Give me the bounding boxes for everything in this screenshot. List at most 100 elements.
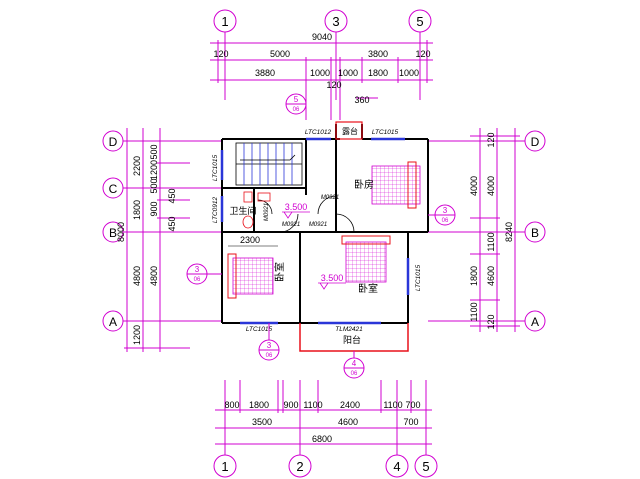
detail-num: 5 [294,95,299,104]
dim-right-outer: 120 [486,314,496,329]
axis-bottom-label: 5 [422,459,429,474]
window-tag: LTC1015 [372,129,399,136]
dim-top-row2: 1000 [399,68,419,78]
dim-top-row2: 3880 [255,68,275,78]
dim-bottom-overall: 6800 [312,434,332,444]
dimension-lines-top [210,40,433,120]
dimension-lines-left [124,128,190,352]
dim-top-row2: 1000 [338,68,358,78]
detail-sheet: 06 [351,371,358,377]
axis-bubbles-right [428,130,546,332]
dim-left-inner: 500 [149,144,159,159]
axis-bottom-label: 1 [221,459,228,474]
dim-top-row1: 120 [415,49,430,59]
elevation-label: 3.500 [285,202,308,212]
axis-bubbles-bottom [213,380,438,478]
doors [257,195,355,233]
axis-left-label: C [109,182,118,196]
dim-bottom-row1: 1800 [249,400,269,410]
dim-bottom-row1: 2400 [340,400,360,410]
axis-right-label: D [531,135,540,149]
axis-top-label: 3 [332,14,339,29]
room-bedroom-left: 卧室 [273,262,286,282]
window-tag: LTC1012 [305,129,332,136]
dim-bottom-row2: 700 [403,417,418,427]
axis-bottom-label: 4 [393,459,400,474]
dim-overall-top: 9040 [312,32,332,42]
detail-num: 3 [267,341,272,350]
windows [220,137,410,325]
detail-sheet: 06 [442,218,449,224]
door-tag: M0921 [321,195,339,201]
dim-top-row3: 360 [354,95,369,105]
dim-bottom-row1: 900 [283,400,298,410]
room-bedroom-mid: 卧室 [358,282,378,295]
dim-top-row1: 3800 [368,49,388,59]
terrace-outline [335,121,363,140]
detail-sheet: 06 [266,353,273,359]
dim-right-overall: 8240 [504,222,514,242]
axis-top-label: 5 [416,14,423,29]
detail-num: 3 [443,206,448,215]
door-tag: M0921 [282,222,300,228]
door-tag: M0921 [264,203,270,221]
bathroom-fixtures [242,191,271,229]
dim-left-outer: 2200 [132,156,142,176]
elevation-marks [282,211,346,290]
dim-top-row2: 1000 [310,68,330,78]
dim-bottom-row2: 3500 [252,417,272,427]
dim-interior: 2300 [240,235,260,245]
dim-right-outer: 1100 [486,232,496,251]
dim-bottom-row1: 700 [405,400,420,410]
dim-left-inner: 1200 [149,160,159,180]
detail-num: 4 [352,359,357,368]
balcony-label: 阳台 [343,334,361,345]
dim-bottom-row1: 1100 [383,400,402,410]
dim-left-outer: 1800 [132,200,142,220]
detail-marks [186,93,456,379]
window-tag: LTC1015 [415,264,422,291]
window-tag: LTC0912 [212,196,219,223]
dim-left-outer: 1200 [132,325,142,345]
dimension-lines-bottom [215,380,432,445]
dim-left-inner: 900 [149,201,159,216]
bed-mid [341,235,391,283]
axis-bubbles-top [213,9,432,100]
dim-left-inner: 4800 [149,266,159,286]
dim-right-outer: 120 [486,132,496,147]
window-tag: TLM2421 [335,326,363,333]
bed-left [227,253,274,299]
dim-left-inner: 450 [167,216,177,231]
dim-left-outer: 4800 [132,266,142,286]
dimension-lines-right [470,128,520,332]
window-tag: LTC1015 [246,326,273,333]
axis-left-label: A [109,315,117,329]
axis-left-label: D [109,135,118,149]
window-tag: LTC1015 [212,154,219,181]
dim-bottom-row2: 4600 [338,417,358,427]
dim-right-outer: 4600 [486,266,496,286]
dim-top-row1: 120 [213,49,228,59]
detail-sheet: 06 [293,107,300,113]
dim-left-inner: 450 [167,188,177,203]
dim-left-inner: 500 [149,178,159,193]
dim-top-row3: 120 [326,80,341,90]
elevation-label: 3.500 [321,273,344,283]
dim-right-inner: 1100 [469,302,479,321]
axis-right-label: B [531,226,539,240]
dim-top-row2: 1800 [368,68,388,78]
dim-right-inner: 1800 [469,266,479,286]
detail-sheet: 06 [194,277,201,283]
axis-left-label: B [109,226,117,240]
dim-bottom-row1: 800 [224,400,239,410]
dim-top-row1: 5000 [270,49,290,59]
staircase [235,142,303,186]
dim-left-overall: 8000 [116,222,126,242]
room-bath: 卫生间 [229,205,256,216]
dim-right-outer: 4000 [486,176,496,196]
dim-right-inner: 4000 [469,176,479,196]
detail-num: 3 [195,265,200,274]
room-bedroom-top: 卧房 [354,178,374,191]
door-tag: M0921 [309,222,327,228]
